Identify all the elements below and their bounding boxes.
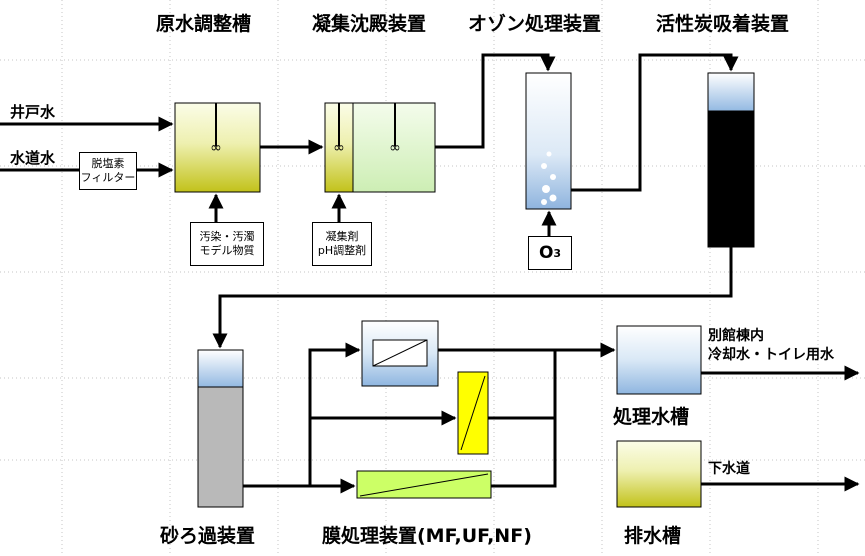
- dosing-arrows: [208, 193, 557, 236]
- treated-water-tank: [616, 325, 702, 395]
- ozone-symbol: O: [538, 243, 554, 263]
- contaminant-model-line1: 汚染・汚濁: [199, 230, 255, 243]
- contaminant-model-box: 汚染・汚濁 モデル物質: [190, 222, 264, 266]
- drain-tank-title: 排水槽: [624, 525, 682, 547]
- treated-tank-title: 処理水槽: [613, 406, 690, 428]
- well-water-label: 井戸水: [10, 103, 56, 121]
- svg-text:∞: ∞: [210, 140, 222, 156]
- membrane-mf-module: [361, 320, 439, 387]
- ozone-column: [525, 72, 572, 210]
- raw-water-tank-title: 原水調整槽: [156, 13, 252, 35]
- membrane-title: 膜処理装置(MF,UF,NF): [322, 525, 532, 547]
- annex-use-label: 別館棟内 冷却水・トイレ用水: [708, 327, 834, 365]
- dechlorination-filter-line2: フィルター: [80, 171, 136, 184]
- annex-use-line1: 別館棟内: [708, 328, 764, 344]
- annex-use-line2: 冷却水・トイレ用水: [708, 347, 834, 363]
- sand-filter-column: [197, 349, 244, 508]
- raw-water-tank: ∞: [174, 102, 261, 193]
- coagulation-title: 凝集沈殿装置: [312, 13, 427, 35]
- ozone-title: オゾン処理装置: [468, 13, 602, 35]
- membrane-nf-module: [356, 470, 492, 499]
- contaminant-model-line2: モデル物質: [199, 244, 255, 257]
- flow-lines: [0, 53, 860, 494]
- tap-water-label: 水道水: [10, 149, 56, 167]
- svg-text:∞: ∞: [389, 140, 401, 156]
- dechlorination-filter-box: 脱塩素 フィルター: [79, 152, 137, 190]
- dechlorination-filter-line1: 脱塩素: [91, 157, 125, 170]
- svg-text:∞: ∞: [333, 140, 345, 156]
- activated-carbon-column: [707, 72, 755, 248]
- sand-filter-title: 砂ろ過装置: [160, 525, 256, 547]
- activated-carbon-title: 活性炭吸着装置: [656, 13, 790, 35]
- membrane-uf-module: [457, 371, 489, 455]
- coagulant-box: 凝集剤 pH調整剤: [312, 222, 372, 266]
- coagulant-line1: 凝集剤: [325, 230, 359, 243]
- sewer-label: 下水道: [708, 461, 750, 477]
- drain-tank: [616, 440, 702, 508]
- ozone-subscript: 3: [553, 246, 562, 260]
- coagulant-line2: pH調整剤: [317, 244, 367, 257]
- coagulation-tank: ∞ ∞: [324, 102, 436, 193]
